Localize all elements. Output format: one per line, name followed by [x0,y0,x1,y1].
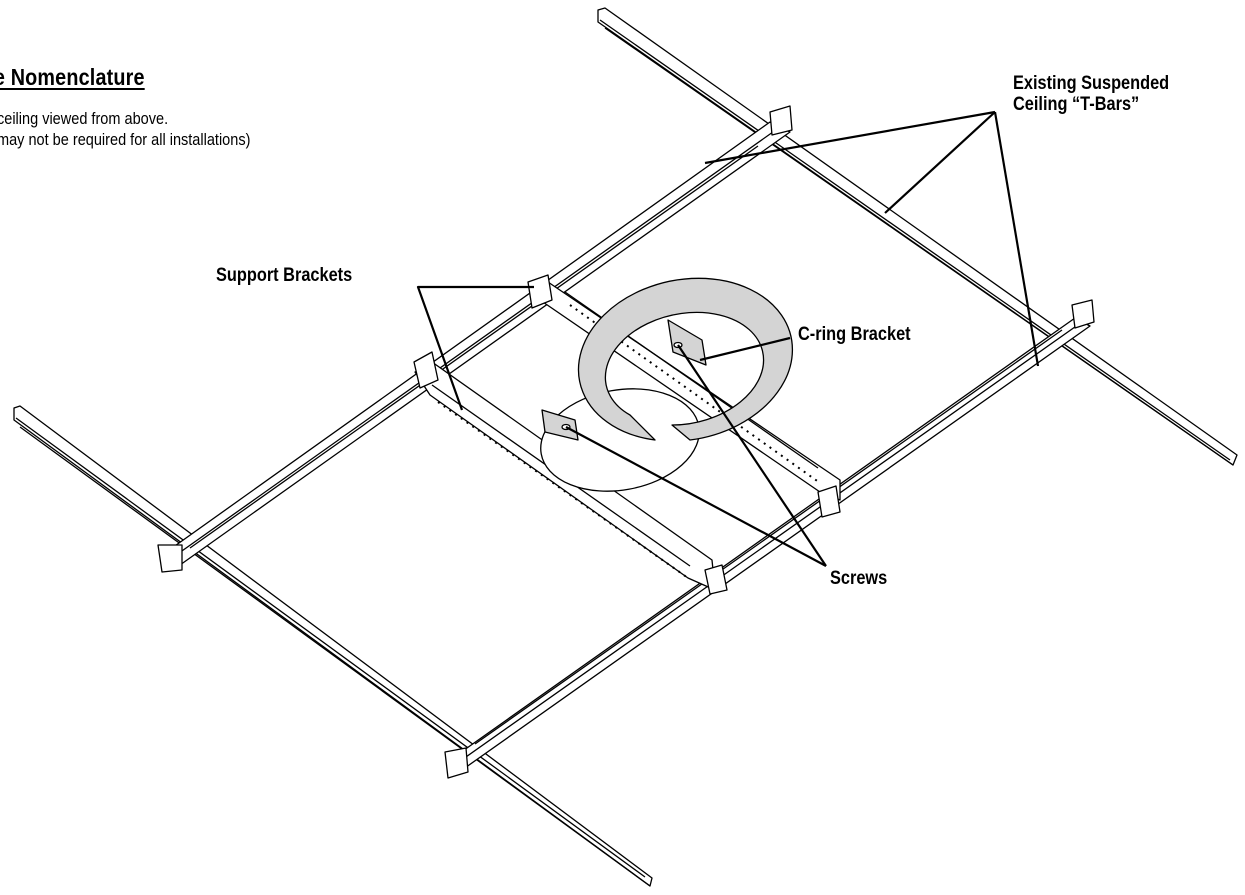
label-tbars-line-1: Existing Suspended [1013,73,1170,94]
label-screws: Screws [830,568,888,589]
label-c-ring-bracket: C-ring Bracket [798,324,911,345]
note-line-2: may not be required for all installation… [0,131,251,149]
label-support-brackets: Support Brackets [216,265,353,286]
cross-tee-upper [157,105,793,573]
t-bar-main-right [597,7,1238,466]
leader-tbar-3 [993,111,1040,367]
leader-screw-1 [565,426,827,567]
leader-c-ring [699,336,791,362]
label-tbars-line-2: Ceiling “T-Bars” [1013,94,1140,115]
note-line-1: ceiling viewed from above. [0,110,169,128]
page-title: re Nomenclature [0,64,145,90]
c-ring-bracket [541,277,794,441]
tile-edge-upper [189,145,759,549]
clip-bracket-lower-left [704,564,728,595]
leader-lines [416,110,1040,567]
tile-edge-lower [474,329,1063,745]
leader-tbar-1 [704,110,996,165]
leader-support-brackets [416,285,534,411]
clip-bracket-lower-right [817,485,841,518]
t-bar-main-left [13,405,653,887]
cross-tee-lower [444,299,1095,779]
leader-tbar-2 [884,111,996,214]
leader-screw-2 [677,344,827,567]
